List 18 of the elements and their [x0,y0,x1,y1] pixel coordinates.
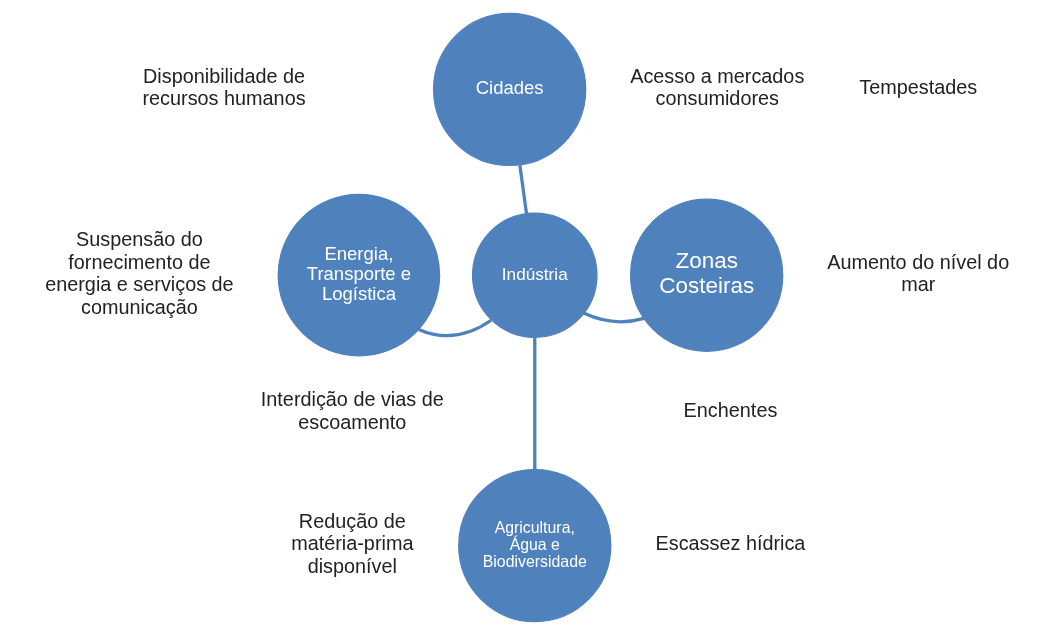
label: Tempestades [858,76,977,99]
node-circle: Agricultura, Água e Biodiversidade [457,468,611,623]
label: Aumento do nível do mar [826,250,1009,296]
connector [417,318,492,338]
connector [582,311,644,324]
label: Enchentes [683,399,777,422]
connector [517,165,528,214]
node-circle: Zonas Costeiras [629,198,783,352]
connector [532,337,536,470]
label: Redução de matéria-prima disponível [290,509,413,577]
node-circle: Indústria [471,212,598,338]
label: Escassez hídrica [655,532,805,555]
label: Interdição de vias de escoamento [260,388,444,433]
label: Disponibilidade de recursos humanos [141,64,306,110]
node-circle: Cidades [432,12,586,167]
node-circle: Energia, Transporte e Logística [277,193,440,357]
label: Acesso a mercados consumidores [629,64,804,110]
label: Suspensão do fornecimento de energia e serviços de comunicação [44,228,234,318]
